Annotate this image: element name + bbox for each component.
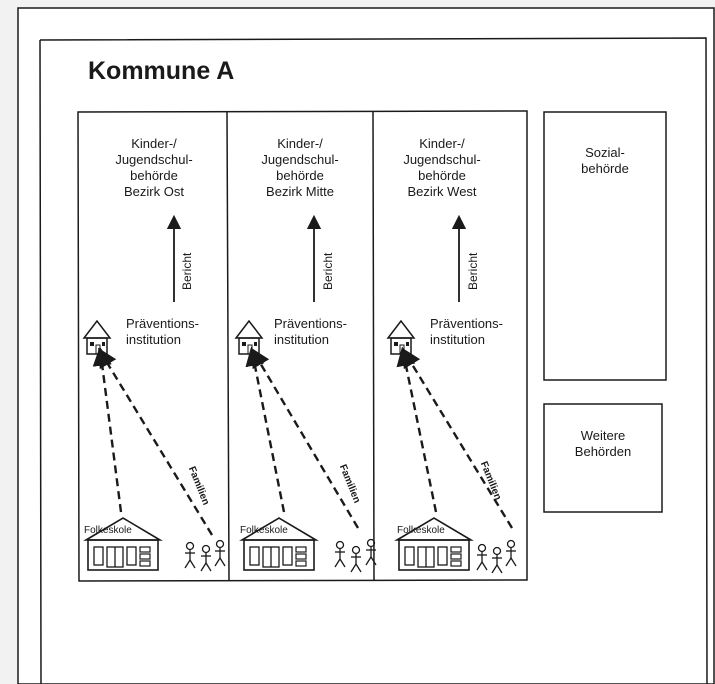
- other-authorities-box: Weitere Behörden: [574, 428, 632, 459]
- prevention-institution-west: Präventions- institution: [430, 316, 503, 347]
- authority-bezirk-mitte: Kinder-/ Jugendschul- behörde Bezirk Mit…: [261, 136, 339, 199]
- report-label-ost: Bericht: [180, 252, 194, 290]
- social-authority-box: Sozial- behörde: [581, 145, 629, 176]
- authority-bezirk-west: Kinder-/ Jugendschul- behörde Bezirk Wes…: [403, 136, 481, 199]
- school-label-mitte: Folkeskole: [240, 525, 288, 536]
- prevention-institution-ost: Präventions- institution: [126, 316, 199, 347]
- report-label-mitte: Bericht: [321, 252, 335, 290]
- school-label-west: Folkeskole: [397, 525, 445, 536]
- page-title: Kommune A: [88, 57, 235, 85]
- school-label-ost: Folkeskole: [84, 525, 132, 536]
- authority-bezirk-ost: Kinder-/ Jugendschul- behörde Bezirk Ost: [115, 136, 193, 199]
- report-label-west: Bericht: [466, 252, 480, 290]
- prevention-institution-mitte: Präventions- institution: [274, 316, 347, 347]
